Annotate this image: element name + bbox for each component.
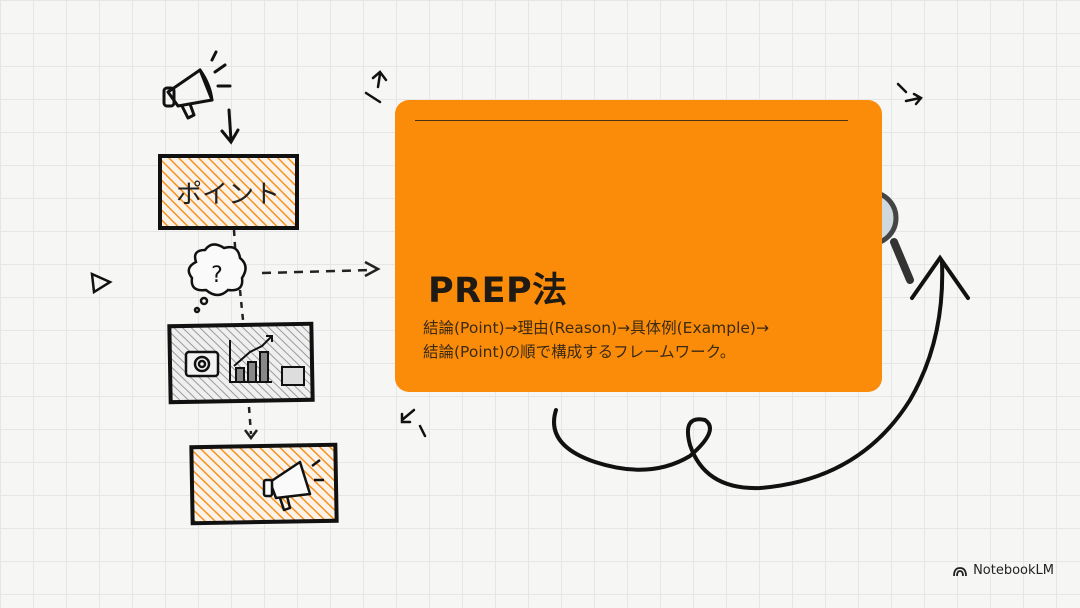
dashed-arrow: [261, 268, 373, 275]
card-divider: [415, 120, 848, 121]
loop-arrow: [552, 254, 970, 491]
thought-cloud-icon: ?: [187, 243, 247, 314]
image-icon: [281, 366, 305, 386]
question-mark: ?: [211, 263, 223, 288]
description-line: 結論(Point)→理由(Reason)→具体例(Example)→: [423, 319, 769, 337]
card-title: PREP法: [428, 271, 568, 311]
card-description: 結論(Point)→理由(Reason)→具体例(Example)→ 結論(Po…: [423, 316, 863, 364]
point-box: ポイント: [158, 154, 299, 230]
arrow-head-icon: [364, 260, 381, 278]
prep-card: PREP法 結論(Point)→理由(Reason)→具体例(Example)→…: [395, 100, 882, 392]
description-line: 結論(Point)の順で構成するフレームワーク。: [423, 343, 736, 361]
bar-chart-icon: [229, 335, 273, 383]
play-triangle-icon: [90, 271, 113, 295]
notebooklm-logo-icon: [953, 566, 967, 576]
camera-icon: [184, 350, 220, 378]
point-label: ポイント: [176, 180, 280, 210]
notebooklm-watermark: NotebookLM: [952, 563, 1054, 578]
megaphone-icon: [162, 50, 232, 120]
megaphone-icon: [262, 459, 324, 512]
conclusion-box: [189, 442, 339, 526]
decor-ticks: [364, 70, 923, 438]
brand-name: NotebookLM: [973, 563, 1054, 578]
arrow-down-small-icon: [244, 429, 258, 441]
arrow-down-icon: [220, 108, 240, 145]
evidence-box: [167, 321, 315, 405]
